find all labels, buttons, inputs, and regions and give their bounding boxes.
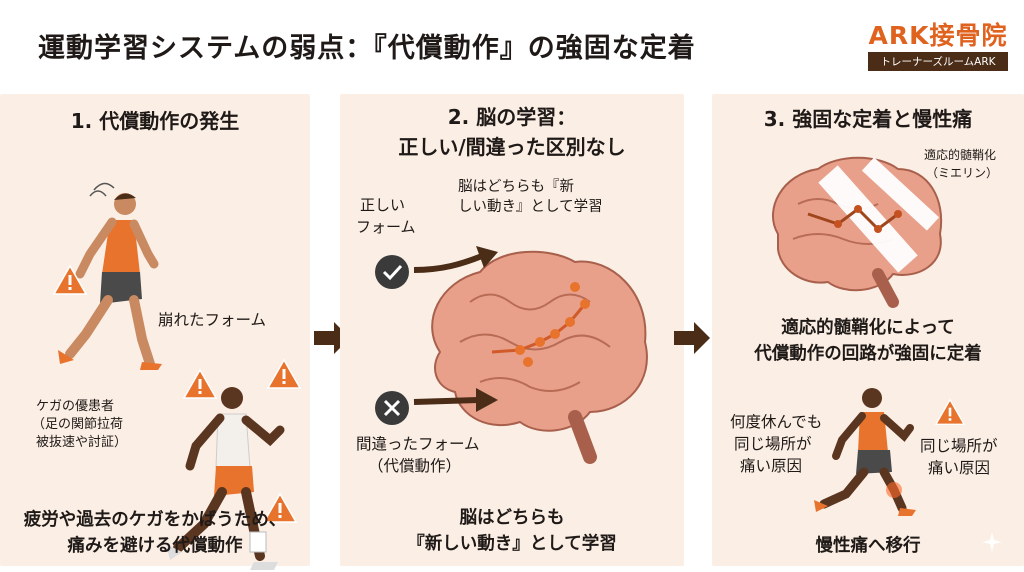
logo-main: ARK接骨院: [868, 21, 1008, 50]
correct-path-arrow-icon: [413, 246, 498, 273]
label-broken-form: 崩れたフォーム: [158, 311, 267, 329]
label-wrong-form-line2: （代償動作）: [368, 457, 462, 475]
page-title: 運動学習システムの弱点：『代償動作』の強固な定着: [38, 33, 696, 64]
panel3-title: 3. 強固な定着と慢性痛: [763, 107, 973, 131]
panel2-title-line1: 2. 脳の学習：: [447, 105, 577, 129]
cross-icon: [375, 391, 409, 425]
logo-subtitle: トレーナーズルームARK: [868, 52, 1008, 71]
left-note-line1: 何度休んでも: [730, 413, 823, 431]
panel1-footer-line1: 疲労や過去のケガをかばうため、: [23, 510, 287, 530]
right-note-line2: 痛い原因: [928, 459, 991, 477]
panel3-mid-line2: 代償動作の回路が強固に定着: [754, 344, 982, 364]
left-note-line3: 痛い原因: [740, 457, 803, 475]
label-correct-line1: 正しい: [360, 196, 406, 214]
panel2-title-line2: 正しい/間違った区別なし: [398, 135, 626, 159]
warning-icon: [934, 398, 966, 425]
runner-pain-illustration: [814, 388, 916, 516]
label-injured-line2: （足の関節拉荷: [32, 417, 124, 432]
panel-compensation: 1. 代償動作の発生 崩れたフォーム: [0, 94, 310, 570]
warning-icon: [266, 358, 302, 389]
warning-icon: [182, 368, 218, 399]
label-new-move-line1: 脳はどちらも『新: [458, 179, 574, 195]
tired-runner-illustration: [58, 182, 162, 370]
panel1-footer-line2: 痛みを避ける代償動作: [67, 536, 243, 556]
label-wrong-form-line1: 間違ったフォーム: [356, 435, 480, 453]
label-injured-line1: ケガの優患者: [36, 399, 115, 414]
panel2-footer-line2: 『新しい動き』として学習: [407, 534, 617, 554]
left-note-line2: 同じ場所が: [734, 435, 812, 453]
logo: ARK接骨院 トレーナーズルームARK: [868, 22, 1008, 71]
brain-illustration: [431, 250, 648, 464]
label-new-move-line2: しい動き』として学習: [458, 199, 603, 215]
warning-icon: [52, 264, 88, 295]
right-note-line1: 同じ場所が: [920, 437, 998, 455]
panel1-title: 1. 代償動作の発生: [70, 109, 240, 133]
panel-chronic-pain: 3. 強固な定着と慢性痛 適応的髄鞘化 （ミエリン） 適応的髄鞘化によって 代償…: [712, 94, 1024, 566]
injured-runner-illustration: [166, 387, 285, 570]
arrow-right-icon: [674, 322, 710, 354]
label-correct-line2: フォーム: [356, 218, 416, 236]
sparkle-icon: [982, 532, 1002, 552]
wrong-path-arrow-icon: [413, 388, 498, 412]
label-injured-line3: 被抜速や討証）: [36, 435, 128, 450]
warning-icon: [262, 492, 298, 523]
label-myelin-line2: （ミエリン）: [926, 166, 999, 180]
checkmark-icon: [375, 255, 409, 289]
panel3-footer: 慢性痛へ移行: [815, 536, 921, 556]
panel-brain-learning: 2. 脳の学習： 正しい/間違った区別なし 正しい フォーム 脳はどちらも『新 …: [340, 94, 684, 566]
panel2-footer-line1: 脳はどちらも: [459, 508, 565, 528]
label-myelin-line1: 適応的髄鞘化: [924, 148, 997, 162]
panel3-mid-line1: 適応的髄鞘化によって: [781, 318, 955, 338]
bandaged-brain-illustration: [772, 156, 943, 308]
